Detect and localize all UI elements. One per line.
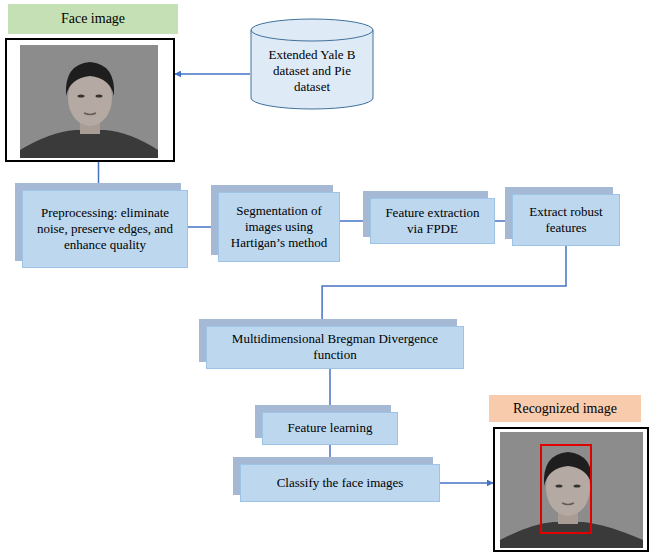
process-box: Classify the face images: [240, 464, 440, 502]
node-text: Classify the face images: [277, 475, 404, 491]
flow-arrow: [440, 482, 493, 484]
detection-box: [541, 445, 591, 533]
node-text: Feature extraction via FPDE: [378, 205, 487, 238]
image-frame: Face image: [5, 38, 175, 162]
dataset-cylinder: Extended Yale B dataset and Pie dataset: [250, 18, 374, 110]
flow-arrow: [495, 220, 512, 222]
process-box: Feature extraction via FPDE: [370, 198, 495, 244]
process-box: Multidimensional Bregman Divergence func…: [206, 326, 464, 369]
process-box: Segmentation of images using Hartigan’s …: [218, 192, 340, 262]
flow-arrow: [329, 445, 331, 464]
process-box: Feature learning: [262, 412, 398, 445]
image-heading: Recognized image: [489, 395, 641, 422]
node-text: Feature learning: [288, 420, 373, 436]
node-text: Preprocessing: eliminate noise, preserve…: [30, 205, 180, 254]
node-text: Multidimensional Bregman Divergence func…: [214, 331, 456, 364]
image-frame: Recognized image: [493, 427, 649, 552]
flow-arrow: [175, 73, 250, 75]
flow-arrow: [188, 226, 218, 228]
face-photo: [20, 45, 158, 158]
node-text: Extended Yale B dataset and Pie dataset: [258, 47, 366, 96]
flow-arrow: [329, 369, 331, 413]
process-box: Preprocessing: eliminate noise, preserve…: [22, 190, 188, 268]
image-heading: Face image: [8, 4, 178, 34]
flow-arrow: [322, 246, 566, 326]
node-text: Segmentation of images using Hartigan’s …: [226, 203, 332, 252]
face-photo: [500, 432, 643, 548]
process-box: Extract robust features: [512, 194, 620, 246]
flow-arrow: [340, 220, 370, 222]
node-text: Extract robust features: [520, 204, 612, 237]
flow-arrow: [98, 162, 100, 190]
